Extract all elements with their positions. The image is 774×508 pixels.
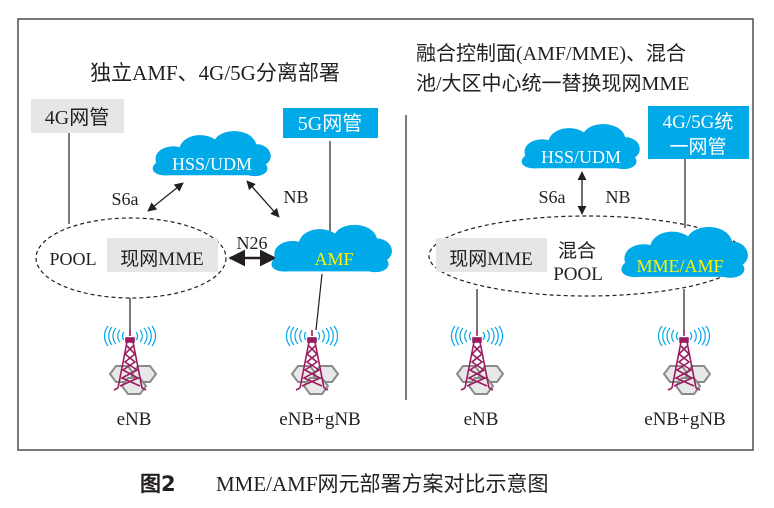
- nms-4g-label: 4G网管: [45, 106, 109, 129]
- right-panel-title-line2: 池/大区中心统一替换现网MME: [416, 72, 689, 95]
- mme-box: [107, 238, 218, 272]
- mme-label: 现网MME: [120, 249, 203, 270]
- site-enb-label: eNB: [117, 409, 152, 430]
- nb-label-right: NB: [605, 187, 630, 207]
- hybrid-pool-label-line2: POOL: [553, 264, 603, 285]
- enb-tower-icon: [103, 325, 157, 395]
- n26-label: N26: [237, 233, 268, 253]
- nms-5g-label: 5G网管: [298, 112, 362, 135]
- left-panel: 独立AMF、4G/5G分离部署 4G网管 5G网管 HSS/UDM S6a NB…: [31, 61, 392, 430]
- mme-box-right: [436, 238, 547, 272]
- hybrid-pool-ellipse: [428, 215, 746, 297]
- amf-label: AMF: [314, 249, 353, 269]
- hss-udm-label-right: HSS/UDM: [541, 147, 621, 167]
- nms-5g-box: [283, 108, 378, 138]
- mme-label-right: 现网MME: [449, 249, 532, 270]
- left-panel-title: 独立AMF、4G/5G分离部署: [90, 61, 340, 85]
- hss-udm-label: HSS/UDM: [172, 154, 252, 174]
- pool-label: POOL: [49, 249, 96, 269]
- figure-caption: MME/AMF网元部署方案对比示意图: [216, 472, 549, 496]
- mme-amf-label: MME/AMF: [636, 256, 723, 276]
- nb-label: NB: [283, 187, 308, 207]
- s6a-interface-arrow: [147, 182, 184, 212]
- amf-to-gnb-link: [315, 273, 323, 331]
- pool-ellipse: [35, 217, 227, 299]
- enb-gnb-tower-icon: [285, 325, 339, 395]
- hybrid-pool-label-line1: 混合: [558, 240, 596, 262]
- nms-4g-box: [31, 99, 124, 133]
- nms-unified-box: [648, 106, 749, 159]
- s6a-label-right: S6a: [539, 187, 566, 207]
- site-enb-label-right: eNB: [464, 409, 499, 430]
- figure-frame: [17, 18, 754, 451]
- figure-number: 图2: [140, 472, 176, 496]
- enb-tower-icon-right: [450, 325, 504, 395]
- right-panel: 融合控制面(AMF/MME)、混合 池/大区中心统一替换现网MME 4G/5G统…: [416, 42, 749, 430]
- nb-interface-arrow: [246, 180, 280, 218]
- site-enb-gnb-label: eNB+gNB: [279, 409, 360, 430]
- nms-unified-label-line2: 一网管: [669, 136, 726, 158]
- nms-unified-label-line1: 4G/5G统: [663, 111, 734, 133]
- right-panel-title-line1: 融合控制面(AMF/MME)、混合: [416, 42, 686, 65]
- enb-gnb-tower-icon-right: [657, 325, 711, 395]
- s6a-label: S6a: [112, 189, 139, 209]
- site-enb-gnb-label-right: eNB+gNB: [644, 409, 725, 430]
